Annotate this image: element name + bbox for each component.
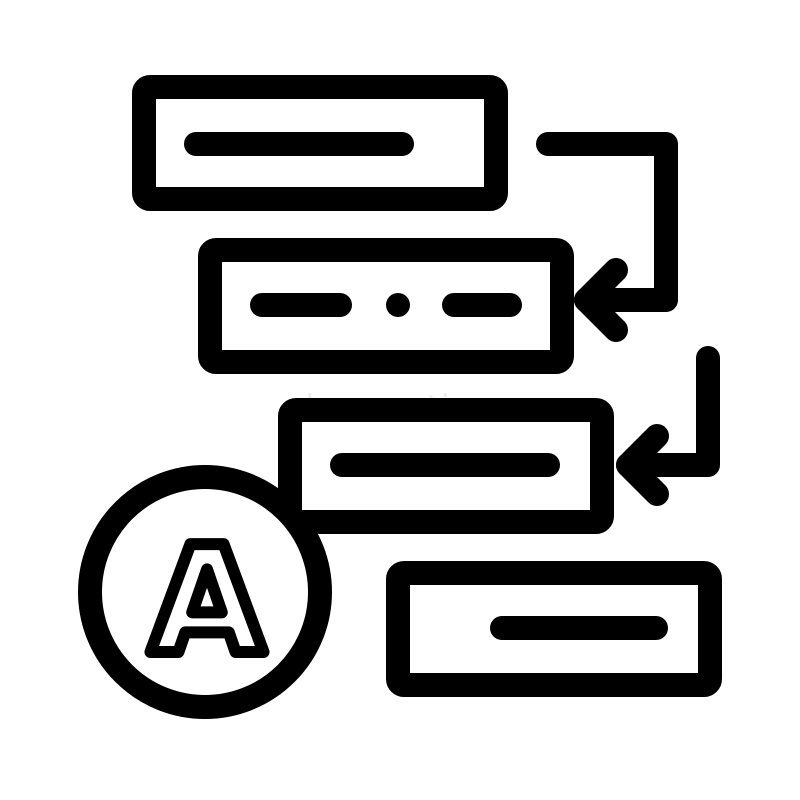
arrow-1-connector	[536, 132, 678, 312]
badge-circle	[78, 465, 332, 719]
arrow-1-head	[574, 258, 628, 342]
step-box-1-frame	[132, 75, 508, 211]
step-box-4	[386, 561, 722, 697]
badge-a-icon: A	[78, 465, 332, 719]
step-box-4-frame	[386, 561, 722, 697]
step-box-2-frame	[198, 238, 574, 374]
arrow-2-head	[616, 424, 669, 506]
arrow-2-icon	[616, 346, 720, 506]
step-box-2-text-dot	[386, 293, 410, 317]
step-box-3	[278, 398, 614, 534]
step-box-1	[132, 75, 508, 211]
badge-letter: A	[150, 515, 265, 687]
arrow-1-icon	[536, 132, 678, 342]
step-box-2	[198, 238, 574, 374]
step-box-3-frame	[278, 398, 614, 534]
arrow-2-connector	[616, 346, 720, 477]
